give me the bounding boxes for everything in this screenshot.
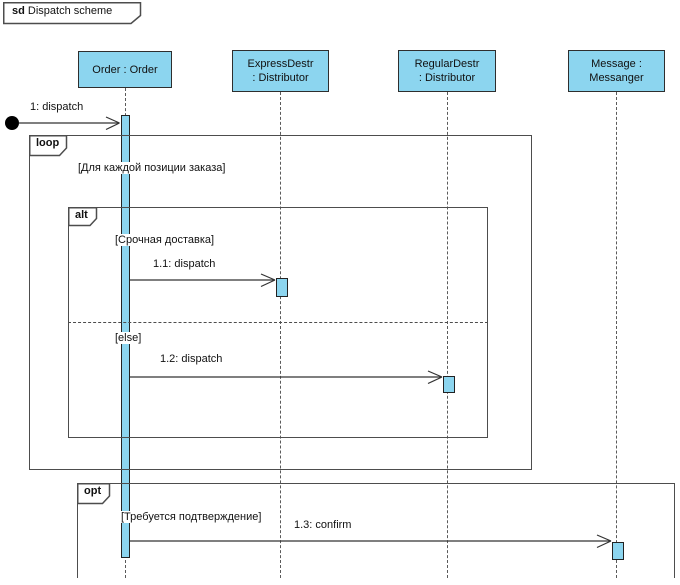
lifeline-expressdestr[interactable] (280, 92, 281, 578)
frame-name: Dispatch scheme (27, 5, 113, 17)
fragment-opt[interactable] (77, 483, 675, 578)
opt-operator-label: opt (84, 485, 102, 497)
message-1-2-label: 1.2: dispatch (159, 353, 224, 365)
fragment-alt[interactable] (68, 207, 488, 438)
loop-guard-label: [Для каждой позиции заказа] (77, 162, 227, 174)
lifeline-label-line1: Message : (591, 58, 642, 70)
frame-keyword: sd (12, 5, 25, 17)
lifeline-head-regulardestr[interactable]: RegularDestr : Distributor (398, 50, 496, 92)
activation-expressdestr[interactable] (275, 278, 288, 297)
alt-guard-else-label: [else] (114, 332, 143, 344)
activation-message[interactable] (611, 542, 624, 560)
lifeline-label-line2: Messanger (589, 72, 644, 84)
alt-separator (68, 321, 488, 323)
lifeline-label-line1: ExpressDestr (247, 58, 314, 70)
message-1-2-dispatch-arrow[interactable] (130, 370, 443, 385)
alt-operator-label: alt (75, 209, 88, 221)
frame-title-tab[interactable]: sd Dispatch scheme (3, 2, 143, 30)
lifeline-label: Order : Order (92, 63, 158, 76)
frame-title: sd Dispatch scheme (12, 5, 112, 17)
lifeline-regulardestr[interactable] (447, 92, 448, 578)
lifeline-label-line2: : Distributor (418, 72, 476, 84)
alt-guard-urgent-label: [Срочная доставка] (114, 234, 216, 246)
lifeline-head-order[interactable]: Order : Order (78, 51, 172, 88)
fragment-alt-pentagon[interactable]: alt (68, 207, 98, 232)
frame-title-pentagon (3, 2, 142, 25)
lifeline-label-line1: RegularDestr (414, 58, 480, 70)
opt-guard-label: [Требуется подтверждение] (120, 511, 263, 523)
fragment-loop-pentagon[interactable]: loop (29, 135, 68, 162)
message-1-label: 1: dispatch (29, 101, 85, 113)
found-message-circle (5, 116, 19, 130)
lifeline-label-line2: : Distributor (252, 72, 309, 84)
activation-regulardestr[interactable] (442, 376, 455, 393)
lifeline-head-message[interactable]: Message : Messanger (568, 50, 665, 92)
fragment-opt-pentagon[interactable]: opt (77, 483, 111, 510)
message-1-3-confirm-arrow[interactable] (130, 534, 612, 549)
message-1-dispatch-arrow[interactable] (19, 116, 120, 131)
fragment-loop[interactable] (29, 135, 532, 470)
message-1-1-dispatch-arrow[interactable] (130, 273, 276, 288)
lifeline-message[interactable] (616, 92, 617, 578)
message-1-3-label: 1.3: confirm (293, 519, 353, 531)
found-message-endpoint[interactable] (5, 116, 19, 130)
message-1-1-label: 1.1: dispatch (152, 258, 217, 270)
loop-operator-label: loop (36, 137, 60, 149)
lifeline-head-expressdestr[interactable]: ExpressDestr : Distributor (232, 50, 329, 92)
